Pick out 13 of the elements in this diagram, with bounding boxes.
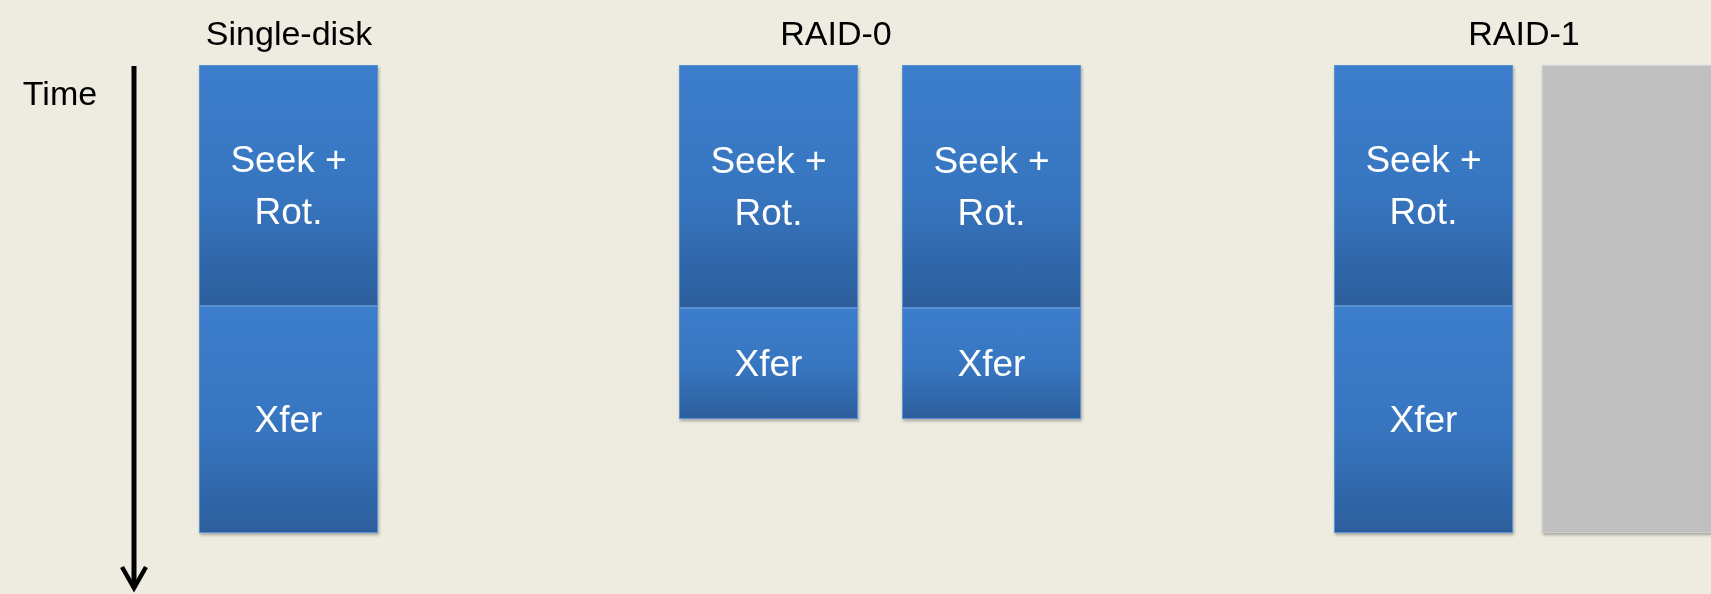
placeholder-bar <box>1542 65 1711 533</box>
time-block: Seek + Rot. <box>1334 65 1513 306</box>
time-block: Seek + Rot. <box>679 65 858 308</box>
time-block: Seek + Rot. <box>902 65 1081 308</box>
column-heading: RAID-0 <box>780 13 892 53</box>
time-block: Seek + Rot. <box>199 65 378 306</box>
column-heading: RAID-1 <box>1468 13 1580 53</box>
axis-label: Time <box>22 73 98 113</box>
time-block: Xfer <box>1334 306 1513 533</box>
column-heading: Single-disk <box>205 13 373 53</box>
time-block: Xfer <box>902 308 1081 419</box>
time-block: Xfer <box>679 308 858 419</box>
time-block: Xfer <box>199 306 378 533</box>
